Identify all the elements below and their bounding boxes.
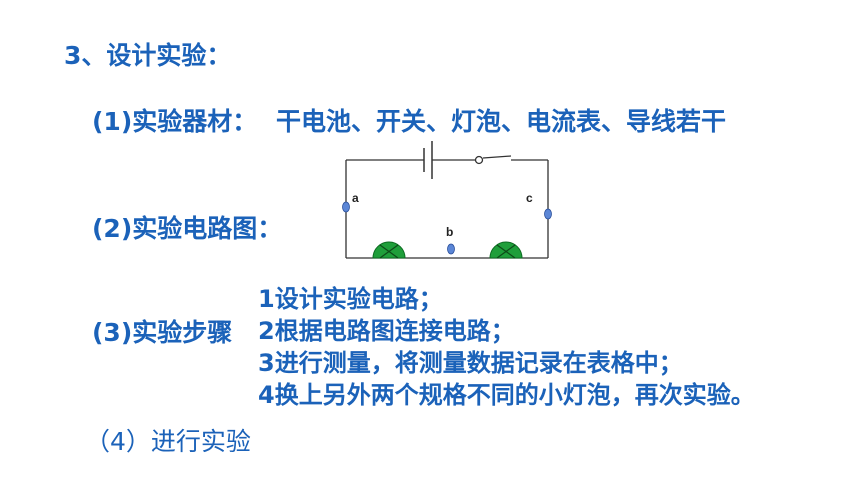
circuit-label: (2)实验电路图： xyxy=(92,214,283,243)
point-c-marker xyxy=(544,208,552,220)
conduct-label: （4）进行实验 xyxy=(85,427,251,456)
circuit-wires xyxy=(345,159,549,259)
step-item: 4换上另外两个规格不同的小灯泡，再次实验。 xyxy=(258,381,755,409)
step-item: 1设计实验电路； xyxy=(258,285,443,313)
bulb-left-icon xyxy=(372,241,406,259)
materials-line: (1)实验器材： 干电池、开关、灯泡、电流表、导线若干 xyxy=(92,102,726,138)
step-item: 2根据电路图连接电路； xyxy=(258,317,515,345)
point-b-marker xyxy=(447,243,455,255)
step-item: 3进行测量，将测量数据记录在表格中； xyxy=(258,349,683,377)
materials-label: (1)实验器材： xyxy=(92,107,258,136)
point-b-label: b xyxy=(446,225,453,239)
steps-label: (3)实验步骤 xyxy=(92,318,233,347)
battery-icon xyxy=(423,141,433,179)
point-c-label: c xyxy=(526,191,533,205)
switch-icon xyxy=(474,155,512,165)
section-heading: 3、设计实验： xyxy=(64,41,232,70)
point-a-label: a xyxy=(352,191,359,205)
point-a-marker xyxy=(342,201,350,213)
bulb-right-icon xyxy=(489,241,523,259)
materials-value: 干电池、开关、灯泡、电流表、导线若干 xyxy=(275,107,726,136)
